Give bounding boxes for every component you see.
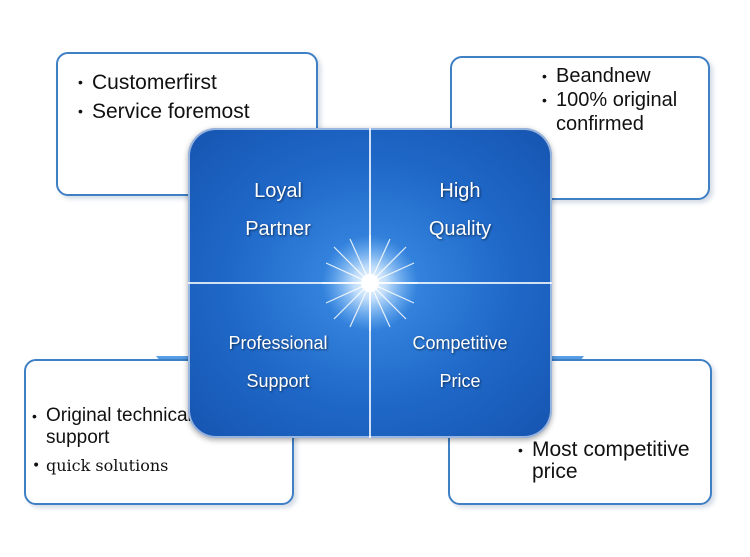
horizontal-divider [188, 282, 552, 284]
bullet-icon: • [78, 74, 83, 90]
bullet-icon: • [32, 458, 41, 474]
bullet-icon: • [542, 68, 547, 84]
bullet-item: •Beandnew [542, 65, 651, 87]
bullet-icon: • [78, 103, 83, 119]
bullet-icon: • [518, 442, 523, 458]
bullet-item: •quick solutions [32, 456, 169, 475]
bullet-item: •Service foremost [78, 97, 250, 126]
bullet-item: •Customerfirst [78, 68, 250, 97]
quadrant-professional-support: Professional Support [228, 333, 328, 391]
core-quadrant-panel: Loyal Partner High Quality Professional … [188, 128, 552, 438]
quadrant-high-quality: High Quality [428, 180, 492, 240]
quadrant-loyal-partner: Loyal Partner [245, 180, 311, 240]
bullet-icon: • [542, 92, 547, 108]
bullet-icon: • [32, 408, 37, 424]
quadrant-competitive-price: Competitive Price [412, 333, 508, 391]
